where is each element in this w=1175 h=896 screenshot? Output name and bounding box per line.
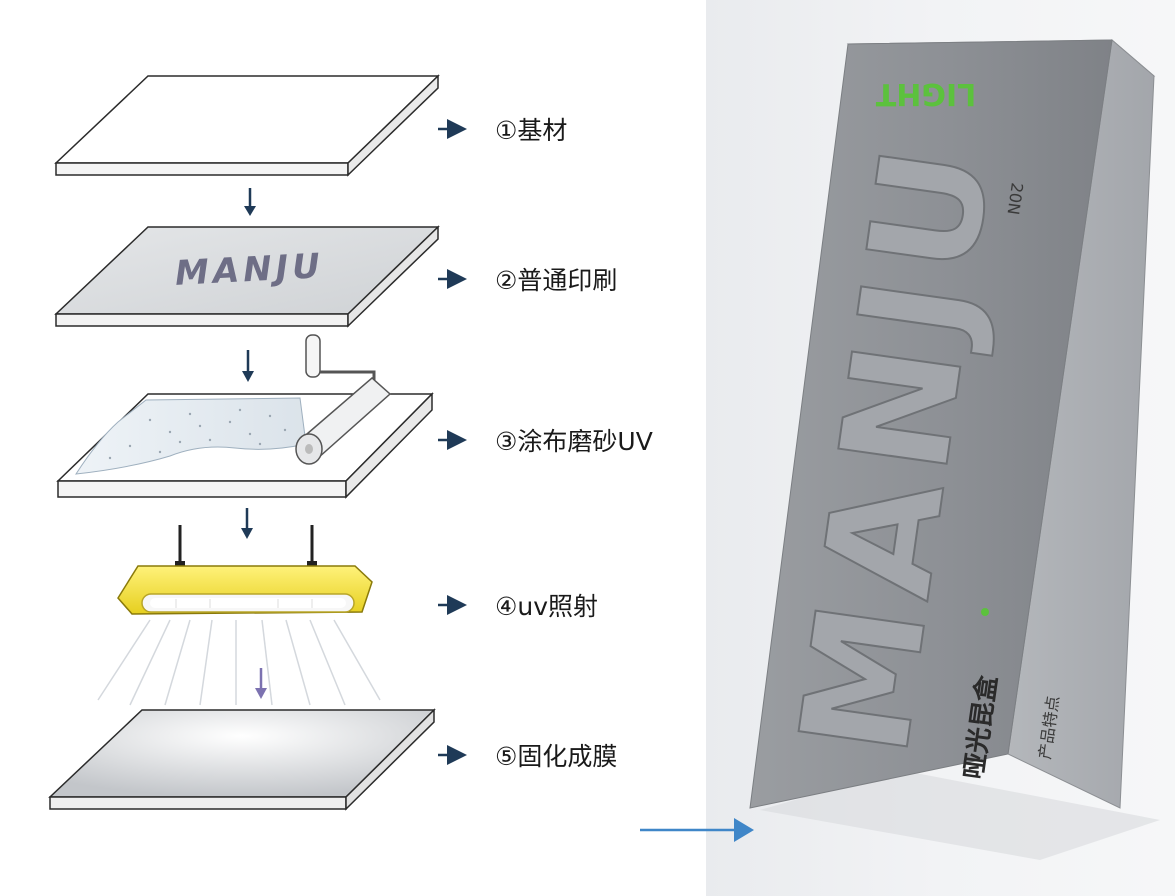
cured-film-layer [48,708,436,811]
step-label: ②普通印刷 [495,266,617,295]
step-labels: ①基材 ②普通印刷 ③涂布磨砂UV ④uv照射 ⑤固化成膜 [495,116,653,771]
printed-layer: MANJU [54,225,440,328]
product-box: LIGHT MANJU 哑光昆盒 产品特点 20N [749,39,1160,860]
box-green-dot [981,608,989,616]
uv-lamp-icon [117,525,373,615]
step-arrows [438,119,467,765]
step-label: ④uv照射 [495,592,598,621]
down-arrow-icon [242,350,254,382]
roller-icon [295,334,392,465]
box-code-text: 20N [1004,181,1027,216]
step-label: ①基材 [495,116,567,145]
uv-down-arrow-icon [255,668,267,699]
down-arrow-icon [244,188,256,216]
coating-layer [56,392,434,499]
printed-logo-text: MANJU [174,246,325,294]
step-label: ③涂布磨砂UV [495,427,653,456]
step-label: ⑤固化成膜 [495,742,617,771]
down-arrow-icon [241,508,253,539]
box-top-word: LIGHT [875,76,976,111]
substrate-layer [54,74,440,177]
light-beams [97,619,381,706]
result-arrow-icon [640,818,754,842]
